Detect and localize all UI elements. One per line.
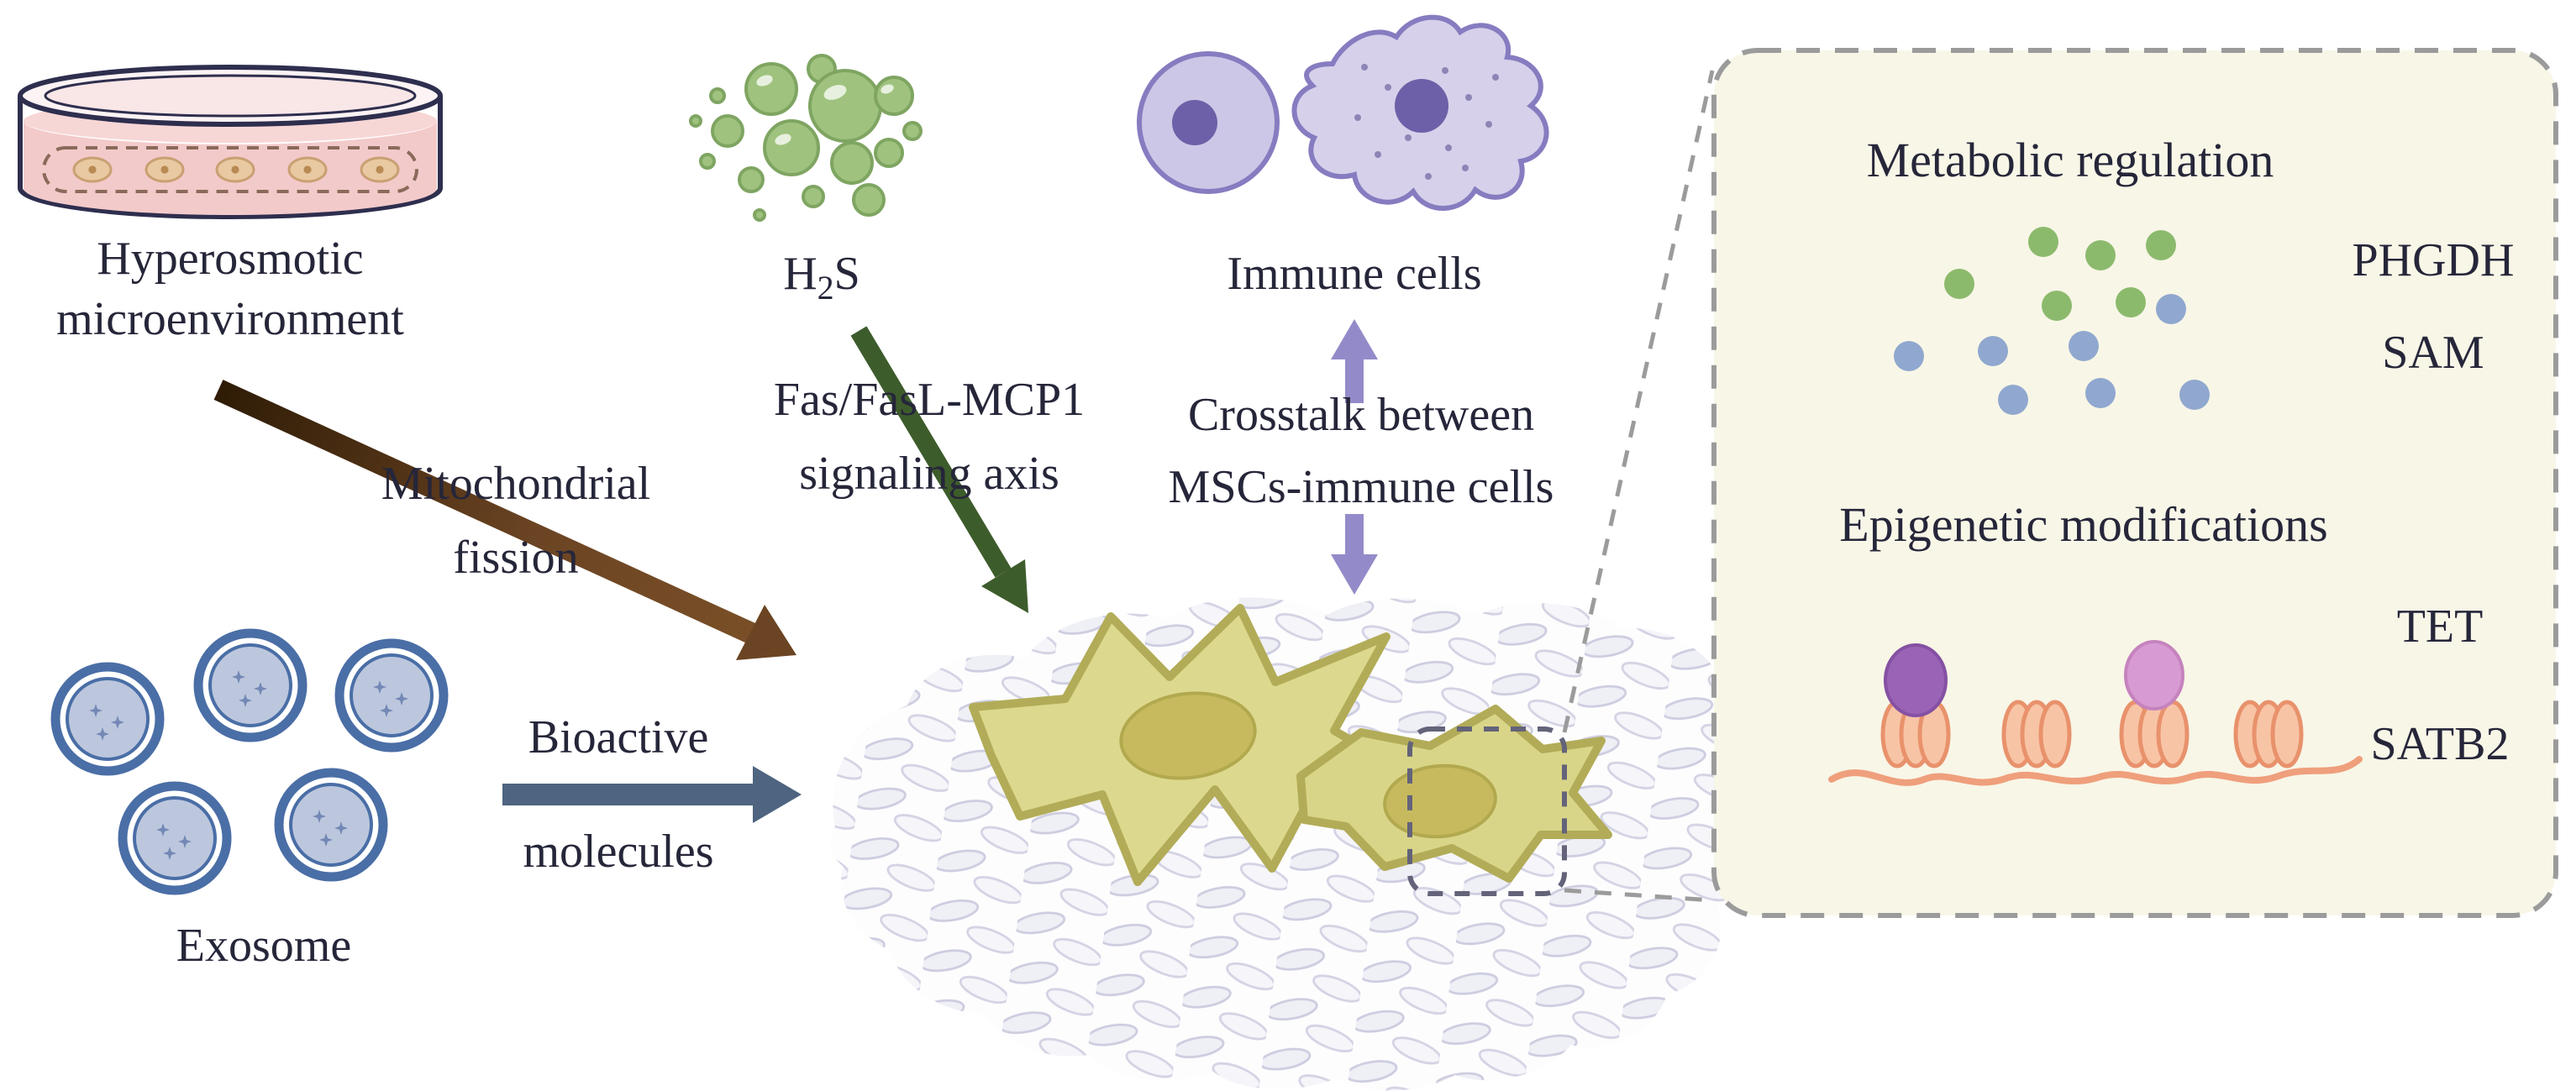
epigenetic-heading: Epigenetic modifications bbox=[1839, 497, 2327, 552]
zoom-connector-line-bottom bbox=[1564, 888, 1713, 903]
exosome-cluster-icon bbox=[55, 633, 444, 890]
satb2-protein-icon bbox=[2124, 640, 2184, 711]
sam-label: SAM bbox=[2382, 327, 2484, 379]
h2s-label-sub: 2 bbox=[817, 269, 834, 307]
hyperosmotic-label: Hyperosmotic microenvironment bbox=[56, 233, 404, 345]
petri-dish-icon bbox=[18, 65, 443, 219]
msc-cell-icon bbox=[1296, 705, 1612, 883]
nucleosome-icon bbox=[2236, 702, 2301, 766]
exosome-vesicle-icon bbox=[339, 643, 444, 747]
bioactive-arrow bbox=[502, 766, 802, 823]
h2s-label-h: H bbox=[783, 248, 817, 300]
fas-signaling-label: Fas/FasL-MCP1 signaling axis bbox=[774, 374, 1085, 500]
metabolites-dots-icon bbox=[1894, 227, 2210, 415]
bioactive-line1: Bioactive bbox=[528, 711, 709, 763]
msc-cell-icon bbox=[969, 604, 1416, 886]
phgdh-label: PHGDH bbox=[2353, 234, 2515, 286]
nucleosome-icon bbox=[2004, 702, 2069, 766]
exosome-vesicle-icon bbox=[279, 773, 383, 877]
tet-label: TET bbox=[2397, 601, 2484, 653]
zoom-connector-line-top bbox=[1562, 70, 1715, 733]
hyperosmotic-label-line1: Hyperosmotic bbox=[97, 233, 363, 285]
dna-strand-icon bbox=[1828, 756, 2363, 786]
bioactive-line2: molecules bbox=[523, 826, 713, 878]
nucleosome-icon bbox=[2121, 702, 2187, 766]
bioactive-label: Bioactive molecules bbox=[523, 711, 713, 878]
immune-cells-label: Immune cells bbox=[1227, 248, 1481, 300]
h2s-bubbles-icon bbox=[689, 54, 923, 222]
fas-signaling-arrow bbox=[850, 326, 1028, 613]
exosome-vesicle-icon bbox=[123, 786, 227, 890]
mitochondrial-fission-line2: fission bbox=[453, 532, 578, 584]
tet-protein-icon bbox=[1884, 643, 1948, 717]
metabolic-heading: Metabolic regulation bbox=[1867, 133, 2274, 187]
exosome-label: Exosome bbox=[176, 920, 351, 972]
fas-signaling-line1: Fas/FasL-MCP1 bbox=[774, 374, 1085, 426]
mitochondrial-fission-line1: Mitochondrial bbox=[381, 458, 650, 510]
crosstalk-line2: MSCs-immune cells bbox=[1169, 461, 1554, 513]
detail-panel: Metabolic regulation PHGDH SAM Epigeneti… bbox=[1711, 48, 2558, 918]
crosstalk-label: Crosstalk between MSCs-immune cells bbox=[1169, 389, 1554, 513]
mitochondrial-fission-label: Mitochondrial fission bbox=[381, 458, 650, 584]
hyperosmotic-label-line2: microenvironment bbox=[56, 293, 404, 345]
crosstalk-arrow bbox=[1331, 319, 1378, 595]
chromatin-icon bbox=[1828, 640, 2363, 786]
h2s-label: H2S bbox=[783, 248, 860, 307]
exosome-vesicle-icon bbox=[198, 633, 302, 737]
satb2-label: SATB2 bbox=[2371, 718, 2510, 770]
exosome-vesicle-icon bbox=[55, 667, 160, 771]
fas-signaling-line2: signaling axis bbox=[799, 448, 1059, 500]
magnifier-dashed-box bbox=[1407, 726, 1567, 896]
h2s-label-s: S bbox=[834, 248, 860, 300]
mitochondrial-fission-arrow bbox=[213, 380, 796, 660]
immune-cells-icon bbox=[1137, 14, 1549, 211]
crosstalk-line1: Crosstalk between bbox=[1188, 389, 1534, 441]
